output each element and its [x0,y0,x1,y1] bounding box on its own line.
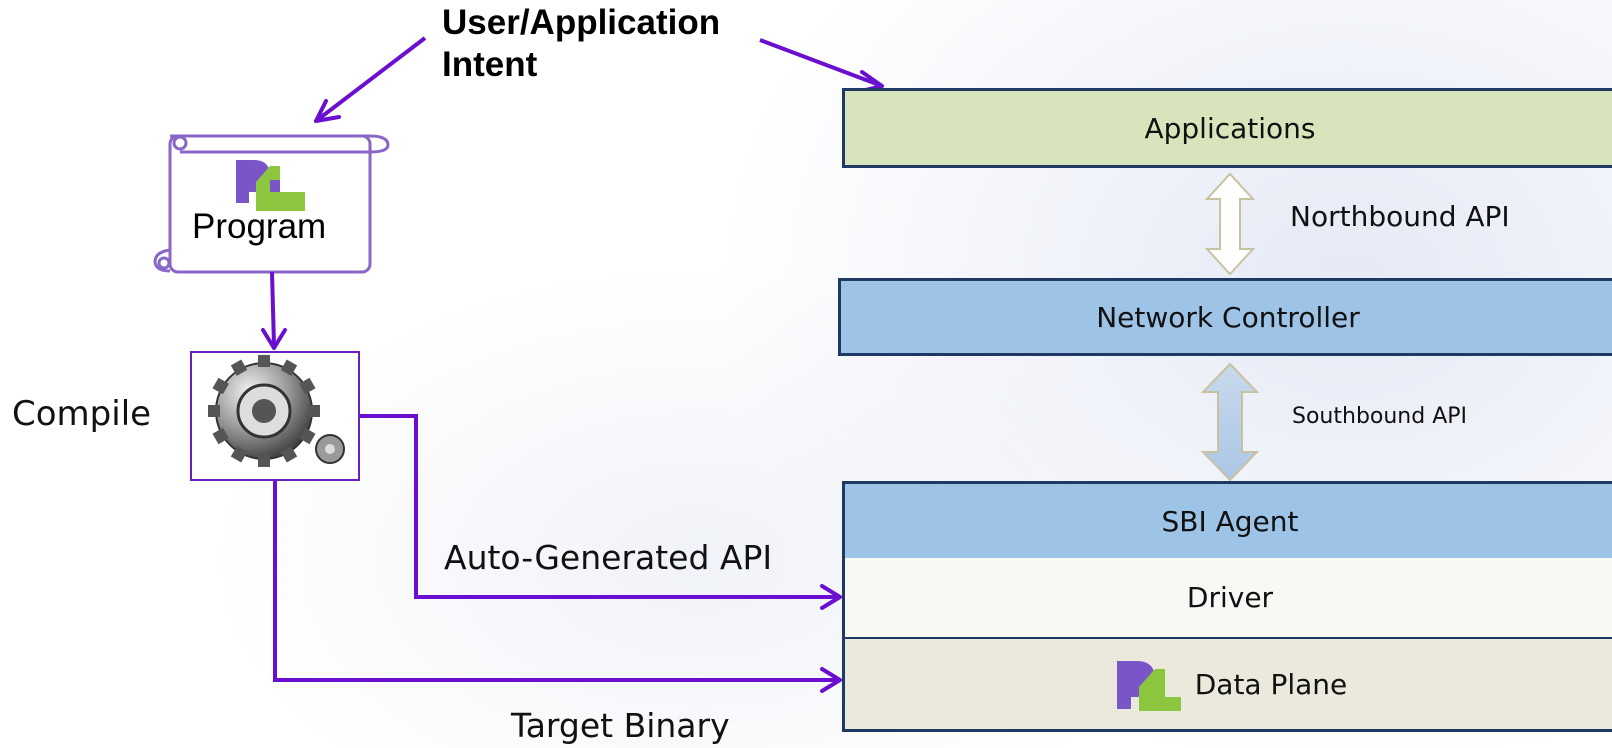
program-label: Program [192,207,327,246]
compile-to-dataplane-arrow [273,481,836,682]
applications-label: Applications [1144,111,1316,145]
target-binary-label: Target Binary [511,706,730,745]
southbound-api-label: Southbound API [1292,404,1468,429]
intent-to-program-arrow [314,36,427,123]
intent-line-2: Intent [442,45,538,84]
data-plane-label: Data Plane [1194,667,1348,701]
intent-to-program-arrowhead [314,99,341,123]
data-plane-layer: Data Plane [842,638,1612,732]
sbi-agent-label: SBI Agent [1161,504,1299,538]
network-controller-label: Network Controller [1096,300,1360,334]
compiler-box [190,351,360,481]
compile-to-driver-arrowhead [820,584,842,610]
intent-line-1: User/Application [442,3,721,42]
gear-icon [208,355,345,467]
compile-to-dataplane-arrowhead [820,667,842,693]
auto-generated-api-label: Auto-Generated API [444,538,773,577]
program-to-compile-arrowhead [261,328,287,350]
northbound-double-arrow [1204,172,1256,276]
northbound-api-label: Northbound API [1290,200,1510,233]
p4-logo-program [236,160,305,211]
network-controller-layer: Network Controller [838,278,1612,356]
sbi-agent-layer: SBI Agent [842,481,1612,559]
user-application-intent-label: User/Application Intent [442,2,720,86]
southbound-double-arrow [1200,362,1260,482]
p4-logo-dataplane [1116,661,1181,711]
driver-layer: Driver [842,558,1612,638]
compile-label: Compile [12,394,152,434]
driver-label: Driver [1186,581,1274,614]
applications-layer: Applications [842,88,1612,168]
program-to-compile-arrow [270,271,276,347]
compile-to-driver-arrow [360,414,836,599]
intent-to-applications-arrow [759,38,883,88]
